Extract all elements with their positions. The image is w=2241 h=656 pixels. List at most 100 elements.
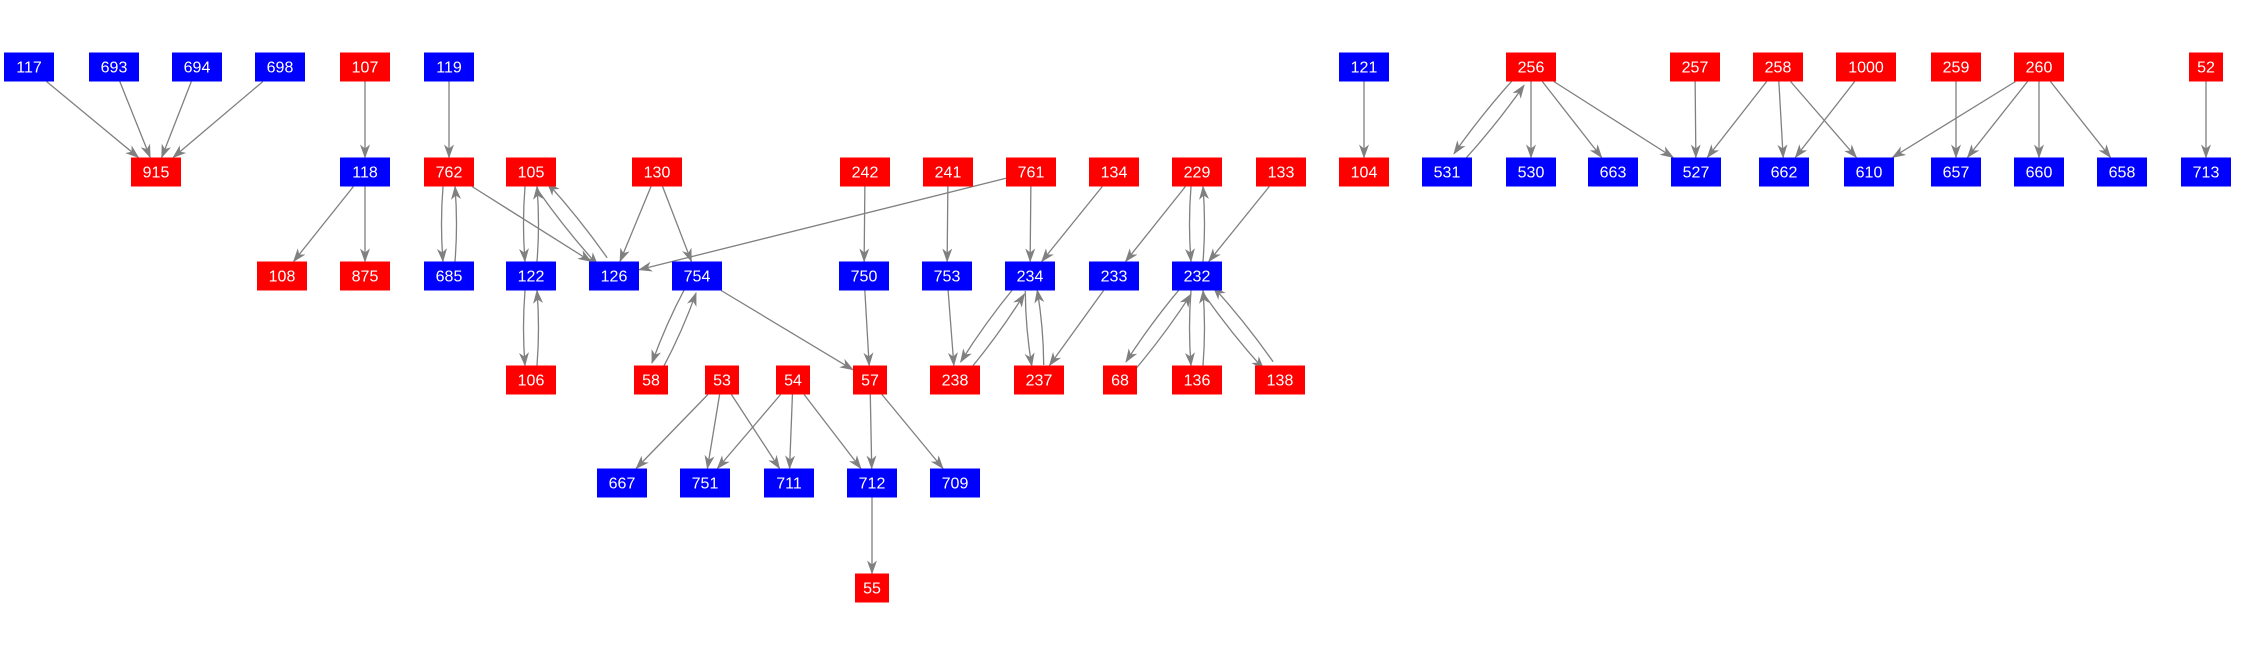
node-750[interactable]: 750 [839, 261, 889, 291]
node-label: 54 [784, 373, 802, 390]
node-133[interactable]: 133 [1256, 157, 1306, 187]
node-box [672, 261, 722, 291]
node-box [1931, 52, 1981, 82]
node-233[interactable]: 233 [1089, 261, 1139, 291]
node-711[interactable]: 711 [764, 468, 814, 498]
edge-242-to-750 [859, 186, 870, 263]
node-box [340, 157, 390, 187]
node-241[interactable]: 241 [923, 157, 973, 187]
node-698[interactable]: 698 [255, 52, 305, 82]
node-57[interactable]: 57 [853, 365, 887, 395]
node-657[interactable]: 657 [1931, 157, 1981, 187]
node-121[interactable]: 121 [1339, 52, 1389, 82]
node-694[interactable]: 694 [172, 52, 222, 82]
node-662[interactable]: 662 [1759, 157, 1809, 187]
node-52[interactable]: 52 [2189, 52, 2223, 82]
node-label: 119 [436, 60, 462, 77]
node-751[interactable]: 751 [680, 468, 730, 498]
node-box [1759, 157, 1809, 187]
edge-53-to-667 [635, 394, 709, 470]
node-label: 658 [2109, 165, 2136, 182]
node-713[interactable]: 713 [2181, 157, 2231, 187]
node-130[interactable]: 130 [632, 157, 682, 187]
node-label: 121 [1351, 60, 1378, 77]
node-label: 229 [1184, 165, 1211, 182]
node-531[interactable]: 531 [1422, 157, 1472, 187]
edge-762-to-126 [471, 185, 592, 263]
node-105[interactable]: 105 [506, 157, 556, 187]
node-232[interactable]: 232 [1172, 261, 1222, 291]
node-119[interactable]: 119 [424, 52, 474, 82]
node-label: 233 [1101, 269, 1128, 286]
node-527[interactable]: 527 [1671, 157, 1721, 187]
node-box [2189, 52, 2223, 82]
edge-234-to-237 [1024, 291, 1035, 368]
node-box [840, 157, 890, 187]
node-label: 753 [934, 269, 961, 286]
node-label: 126 [601, 269, 628, 286]
node-258[interactable]: 258 [1753, 52, 1803, 82]
node-915[interactable]: 915 [131, 157, 181, 187]
node-242[interactable]: 242 [840, 157, 890, 187]
node-117[interactable]: 117 [4, 52, 54, 82]
node-685[interactable]: 685 [424, 261, 474, 291]
node-138[interactable]: 138 [1255, 365, 1305, 395]
node-257[interactable]: 257 [1670, 52, 1720, 82]
node-label: 754 [684, 269, 711, 286]
node-126[interactable]: 126 [589, 261, 639, 291]
node-256[interactable]: 256 [1506, 52, 1556, 82]
node-658[interactable]: 658 [2097, 157, 2147, 187]
node-107[interactable]: 107 [340, 52, 390, 82]
node-530[interactable]: 530 [1506, 157, 1556, 187]
node-259[interactable]: 259 [1931, 52, 1981, 82]
node-663[interactable]: 663 [1588, 157, 1638, 187]
node-label: 118 [352, 165, 378, 182]
node-762[interactable]: 762 [424, 157, 474, 187]
node-box [2097, 157, 2147, 187]
node-104[interactable]: 104 [1339, 157, 1389, 187]
node-122[interactable]: 122 [506, 261, 556, 291]
node-58[interactable]: 58 [634, 365, 668, 395]
node-label: 694 [184, 60, 211, 77]
node-label: 53 [713, 373, 731, 390]
node-136[interactable]: 136 [1172, 365, 1222, 395]
node-237[interactable]: 237 [1014, 365, 1064, 395]
node-693[interactable]: 693 [89, 52, 139, 82]
node-68[interactable]: 68 [1103, 365, 1137, 395]
node-709[interactable]: 709 [930, 468, 980, 498]
node-712[interactable]: 712 [847, 468, 897, 498]
node-754[interactable]: 754 [672, 261, 722, 291]
node-610[interactable]: 610 [1844, 157, 1894, 187]
node-box [680, 468, 730, 498]
node-label: 232 [1184, 269, 1211, 286]
node-box [1670, 52, 1720, 82]
node-260[interactable]: 260 [2014, 52, 2064, 82]
edge-694-to-915 [161, 81, 192, 159]
node-761[interactable]: 761 [1006, 157, 1056, 187]
edge-257-to-527 [1690, 81, 1701, 159]
node-108[interactable]: 108 [257, 261, 307, 291]
node-667[interactable]: 667 [597, 468, 647, 498]
node-55[interactable]: 55 [855, 573, 889, 603]
node-118[interactable]: 118 [340, 157, 390, 187]
node-238[interactable]: 238 [930, 365, 980, 395]
edge-57-to-712 [866, 394, 877, 470]
edge-136-to-232 [1199, 289, 1210, 366]
node-106[interactable]: 106 [506, 365, 556, 395]
edges-layer [46, 77, 2211, 575]
node-234[interactable]: 234 [1005, 261, 1055, 291]
node-1000[interactable]: 1000 [1836, 52, 1896, 82]
node-753[interactable]: 753 [922, 261, 972, 291]
node-box [597, 468, 647, 498]
node-54[interactable]: 54 [776, 365, 810, 395]
edge-685-to-762 [451, 185, 462, 262]
edge-761-to-126 [638, 177, 1007, 272]
node-53[interactable]: 53 [705, 365, 739, 395]
node-875[interactable]: 875 [340, 261, 390, 291]
node-660[interactable]: 660 [2014, 157, 2064, 187]
node-229[interactable]: 229 [1172, 157, 1222, 187]
node-label: 260 [2026, 60, 2053, 77]
node-label: 712 [859, 476, 886, 493]
node-134[interactable]: 134 [1089, 157, 1139, 187]
node-box [1671, 157, 1721, 187]
